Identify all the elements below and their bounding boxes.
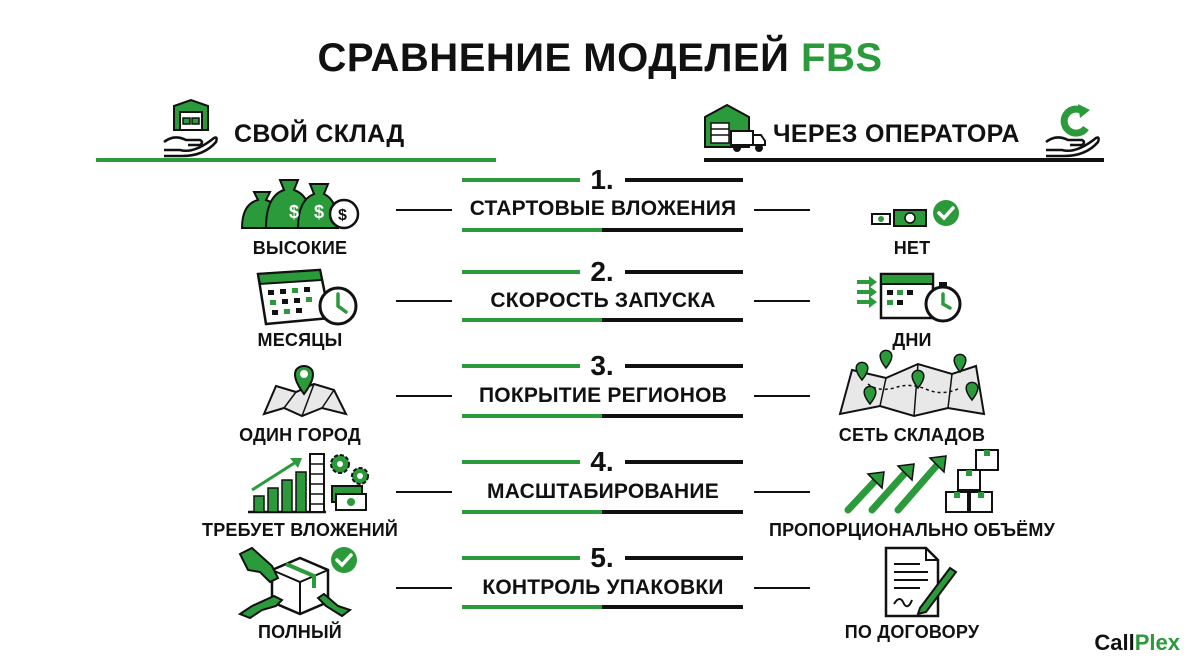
growth-arrows-boxes-icon	[844, 449, 999, 514]
right-value: СЕТЬ СКЛАДОВ	[838, 425, 986, 445]
row-bar-bottom-right	[602, 414, 743, 418]
row-bar-top-right	[625, 460, 743, 464]
row-bar-top-right	[625, 178, 743, 182]
row-bar-top-left	[462, 364, 580, 368]
right-header-rule	[704, 158, 1104, 162]
row-criterion: СКОРОСТЬ ЗАПУСКА	[490, 289, 716, 312]
multi-pin-map-icon	[838, 349, 986, 418]
row-bar-top-right	[625, 270, 743, 274]
left-value: МЕСЯЦЫ	[257, 330, 343, 350]
connector-right	[754, 300, 810, 302]
row-number: 5.	[590, 542, 614, 573]
connector-left	[396, 395, 452, 397]
row-bar-top-right	[625, 364, 743, 368]
left-header-rule	[96, 158, 496, 162]
fast-calendar-stopwatch-icon	[857, 272, 962, 323]
title-accent: FBS	[801, 36, 883, 80]
row-bar-bottom-right	[602, 605, 743, 609]
row-bar-top-left	[462, 178, 580, 182]
row-bar-bottom-right	[602, 510, 743, 514]
right-value: ПРОПОРЦИОНАЛЬНО ОБЪЁМУ	[768, 520, 1056, 540]
row-criterion: ПОКРЫТИЕ РЕГИОНОВ	[479, 384, 727, 407]
right-value: ПО ДОГОВОРУ	[844, 622, 980, 642]
connector-right	[754, 209, 810, 211]
warehouse-truck-icon	[704, 103, 766, 152]
single-pin-map-icon	[262, 365, 348, 418]
connector-left	[396, 587, 452, 589]
growth-chart-gears-icon	[248, 453, 369, 514]
row-number: 3.	[590, 350, 614, 381]
row-criterion: КОНТРОЛЬ УПАКОВКИ	[482, 576, 724, 599]
right-value: ДНИ	[892, 330, 932, 350]
left-header: СВОЙ СКЛАД	[234, 120, 405, 148]
right-value: НЕТ	[893, 238, 931, 258]
page-title: СРАВНЕНИЕ МОДЕЛЕЙ FBS	[0, 36, 1200, 81]
svg-text:$: $	[314, 202, 324, 222]
row-number: 2.	[590, 256, 614, 287]
row-bar-bottom-left	[462, 228, 602, 232]
row-criterion: СТАРТОВЫЕ ВЛОЖЕНИЯ	[469, 197, 737, 220]
warehouse-hand-icon	[163, 98, 218, 158]
row-bar-top-right	[625, 556, 743, 560]
packing-box-hands-icon	[237, 546, 357, 620]
connector-right	[754, 395, 810, 397]
row-bar-bottom-left	[462, 510, 602, 514]
brand-logo: CallPlex	[1094, 630, 1180, 656]
svg-text:$: $	[289, 202, 299, 222]
left-value: ОДИН ГОРОД	[239, 425, 361, 445]
row-bar-top-left	[462, 556, 580, 560]
right-header: ЧЕРЕЗ ОПЕРАТОРА	[773, 120, 1020, 148]
svg-text:$: $	[338, 207, 347, 224]
row-bar-bottom-left	[462, 318, 602, 322]
money-bags-icon: $ $ $	[240, 179, 360, 230]
row-criterion: МАСШТАБИРОВАНИЕ	[487, 480, 719, 503]
connector-left	[396, 300, 452, 302]
left-value: ВЫСОКИЕ	[252, 238, 348, 258]
row-bar-bottom-right	[602, 228, 743, 232]
brand-part-b: Plex	[1134, 630, 1180, 655]
left-value: ТРЕБУЕТ ВЛОЖЕНИЙ	[202, 520, 398, 540]
row-bar-bottom-right	[602, 318, 743, 322]
contract-signature-icon	[884, 546, 958, 618]
connector-right	[754, 491, 810, 493]
left-value: ПОЛНЫЙ	[258, 622, 342, 642]
row-bar-bottom-left	[462, 605, 602, 609]
row-number: 4.	[590, 446, 614, 477]
connector-right	[754, 587, 810, 589]
title-main: СРАВНЕНИЕ МОДЕЛЕЙ	[317, 36, 790, 80]
calendar-clock-icon	[256, 268, 358, 326]
row-bar-top-left	[462, 460, 580, 464]
refresh-hand-icon	[1045, 104, 1100, 158]
row-bar-top-left	[462, 270, 580, 274]
banknote-check-icon	[871, 200, 959, 227]
connector-left	[396, 209, 452, 211]
brand-part-a: Call	[1094, 630, 1135, 655]
row-number: 1.	[590, 164, 614, 195]
connector-left	[396, 491, 452, 493]
row-bar-bottom-left	[462, 414, 602, 418]
